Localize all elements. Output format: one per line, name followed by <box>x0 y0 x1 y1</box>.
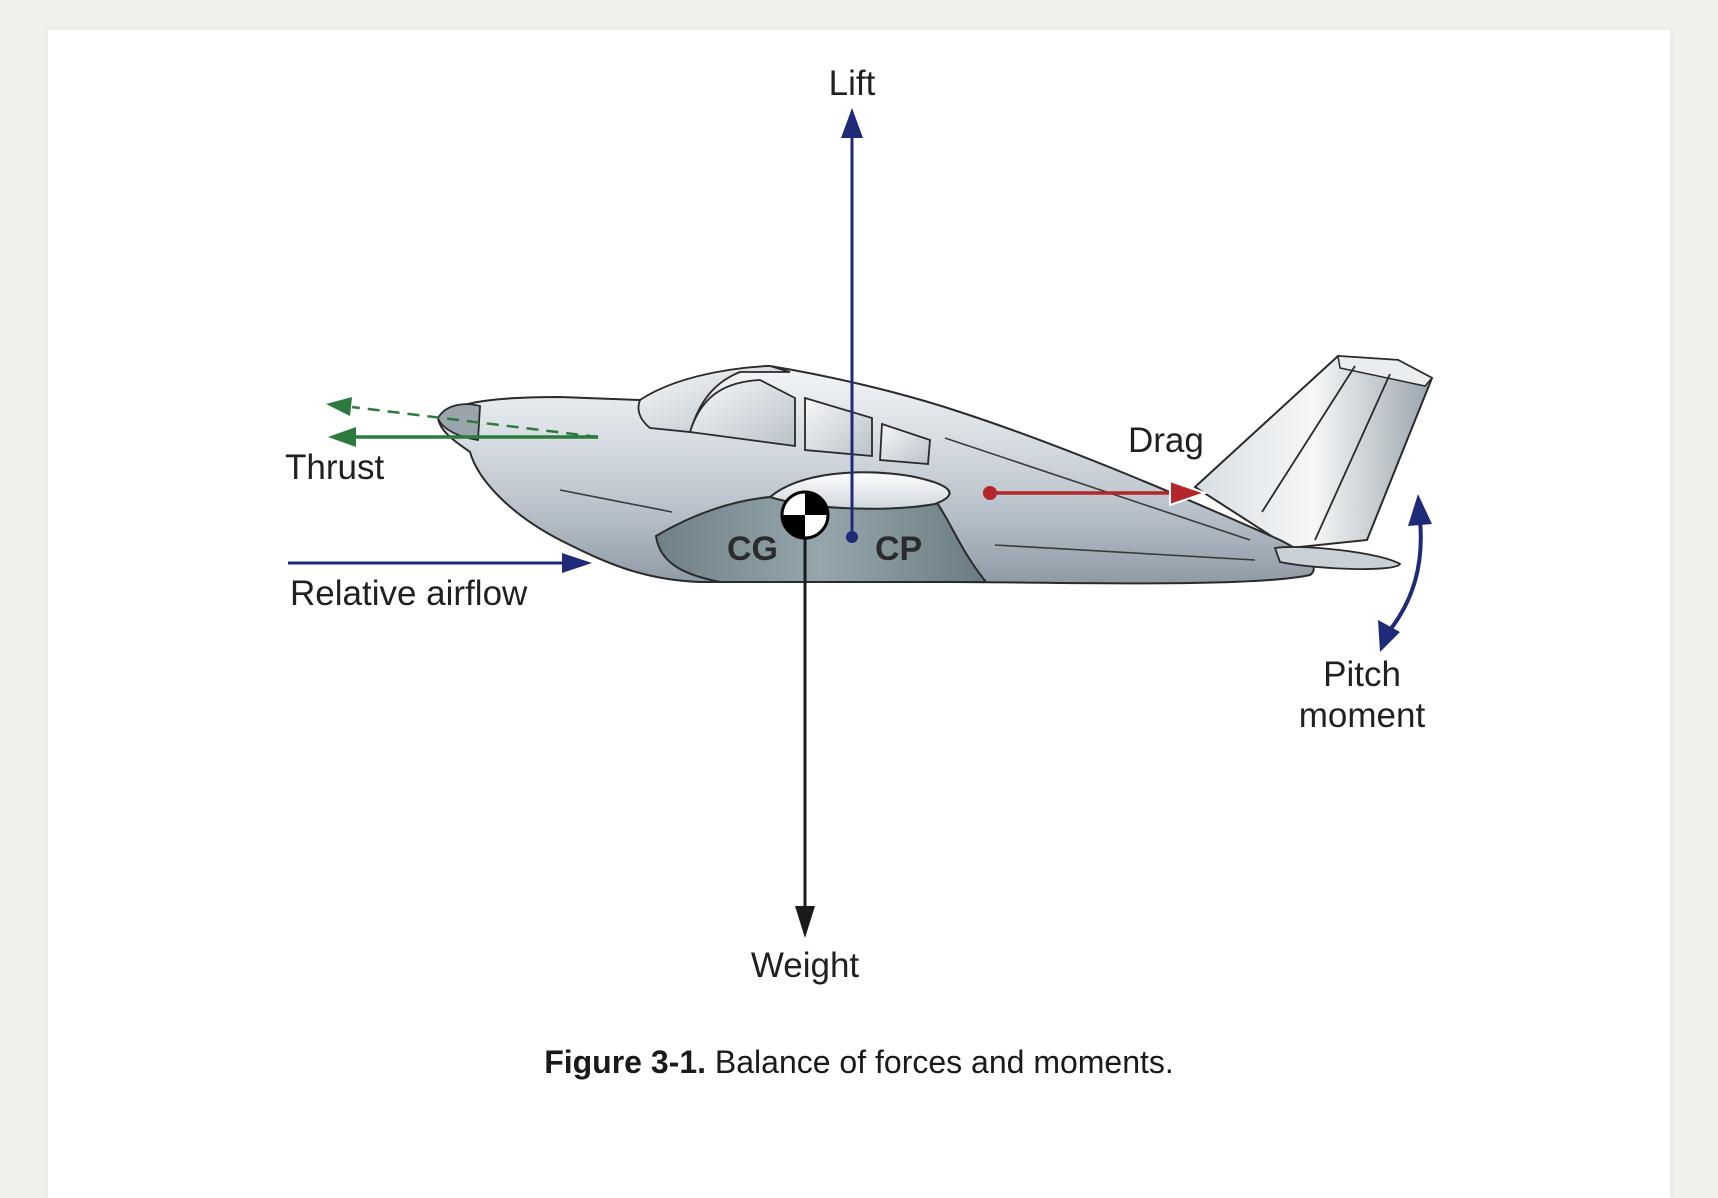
thrust-arrow <box>328 427 598 447</box>
cg-symbol <box>780 490 830 540</box>
pitch-moment-label-line1: Pitch <box>1323 655 1401 694</box>
canopy <box>637 365 791 433</box>
thrust-dashed-arrow <box>326 397 599 439</box>
cp-label: CP <box>875 530 922 568</box>
pitch-moment-label-line2: moment <box>1299 696 1426 735</box>
relative-airflow-label: Relative airflow <box>290 574 528 613</box>
lift-label: Lift <box>829 64 876 103</box>
cg-label: CG <box>727 530 778 568</box>
drag-arrow <box>983 479 1209 507</box>
horizontal-stabilizer <box>1273 546 1402 570</box>
relative-airflow-arrow <box>288 553 592 573</box>
pitch-moment-arrow <box>1378 494 1432 652</box>
caption-number: Figure 3-1. <box>544 1044 706 1080</box>
spinner <box>437 403 481 442</box>
figure-caption: Figure 3-1. Balance of forces and moment… <box>0 1044 1718 1081</box>
thrust-label: Thrust <box>285 448 384 487</box>
wing <box>654 495 989 583</box>
lift-arrow <box>841 108 863 543</box>
caption-text: Balance of forces and moments. <box>706 1044 1174 1080</box>
airplane <box>436 354 1434 585</box>
drag-label: Drag <box>1128 421 1204 460</box>
weight-arrow <box>795 515 815 938</box>
weight-label: Weight <box>751 946 860 985</box>
